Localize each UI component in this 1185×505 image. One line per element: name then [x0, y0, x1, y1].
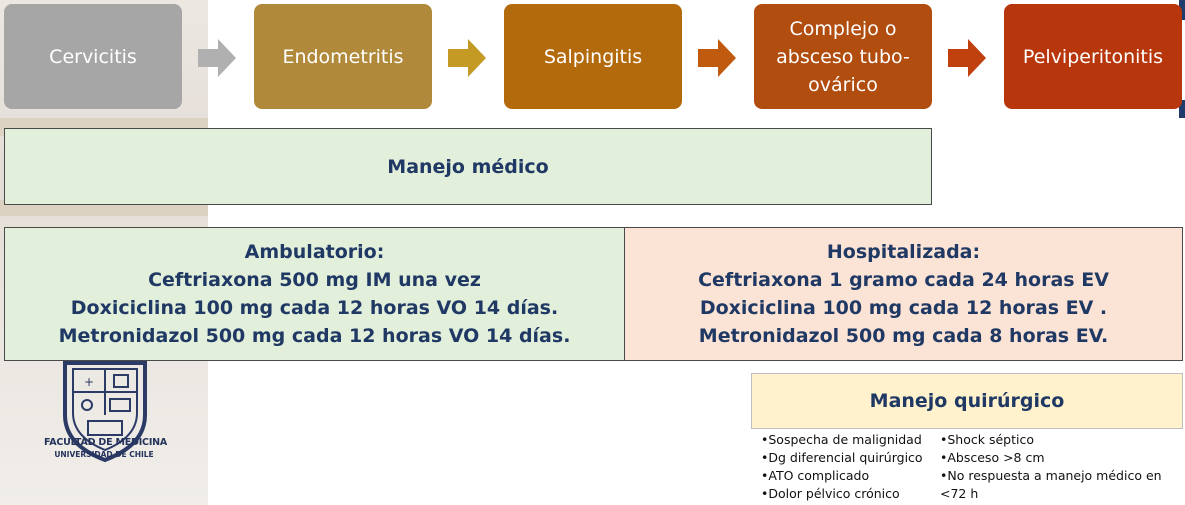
stage-cervicitis: Cervicitis [4, 4, 182, 109]
surgical-management-title: Manejo quirúrgico [869, 390, 1065, 412]
stage-salpingitis: Salpingitis [504, 4, 682, 109]
background-edge [1179, 100, 1185, 118]
inpatient-box: Hospitalizada: Ceftriaxona 1 gramo cada … [624, 227, 1183, 361]
background-edge [1179, 0, 1185, 20]
surgical-criteria-left: •Sospecha de malignidad •Dg diferencial … [761, 431, 923, 503]
criteria-item: •No respuesta a manejo médico en [940, 468, 1162, 483]
stage-tubo-ovarian-abscess: Complejo o absceso tubo-ovárico [754, 4, 932, 109]
inpatient-line: Doxiciclina 100 mg cada 12 horas EV . [699, 297, 1108, 319]
outpatient-line: Doxiciclina 100 mg cada 12 horas VO 14 d… [70, 297, 559, 319]
arrow-right-icon [698, 39, 736, 77]
inpatient-title: Hospitalizada: [826, 241, 981, 263]
logo-faculty-text: FACULTAD DE MEDICINA [44, 437, 168, 448]
criteria-item: •Shock séptico [940, 432, 1034, 447]
criteria-item: •Sospecha de malignidad [761, 432, 922, 447]
arrow-right-icon [198, 39, 236, 77]
outpatient-box: Ambulatorio: Ceftriaxona 500 mg IM una v… [4, 227, 625, 361]
outpatient-line: Metronidazol 500 mg cada 12 horas VO 14 … [58, 325, 571, 347]
stage-pelviperitonitis: Pelviperitonitis [1004, 4, 1182, 109]
stage-label: Salpingitis [543, 45, 643, 68]
stage-endometritis: Endometritis [254, 4, 432, 109]
arrow-right-icon [948, 39, 986, 77]
criteria-item: •Dg diferencial quirúrgico [761, 450, 923, 465]
medical-management-box: Manejo médico [4, 128, 932, 205]
criteria-item: •Dolor pélvico crónico [761, 486, 900, 501]
stage-label: Endometritis [282, 45, 404, 68]
criteria-item: <72 h [940, 486, 979, 501]
inpatient-line: Metronidazol 500 mg cada 8 horas EV. [698, 325, 1109, 347]
arrow-right-icon [448, 39, 486, 77]
stage-label: Cervicitis [49, 45, 137, 68]
stage-label: Complejo o absceso tubo-ovárico [776, 17, 910, 96]
surgical-criteria-right: •Shock séptico •Absceso >8 cm •No respue… [940, 431, 1162, 503]
criteria-item: •ATO complicado [761, 468, 870, 483]
outpatient-title: Ambulatorio: [244, 241, 385, 263]
stage-label: Pelviperitonitis [1022, 45, 1164, 68]
medical-management-title: Manejo médico [387, 155, 549, 178]
logo-university-text: UNIVERSIDAD DE CHILE [54, 450, 154, 459]
university-crest-icon: + [63, 361, 147, 463]
inpatient-line: Ceftriaxona 1 gramo cada 24 horas EV [698, 269, 1109, 291]
svg-text:+: + [84, 375, 94, 389]
criteria-item: •Absceso >8 cm [940, 450, 1045, 465]
outpatient-line: Ceftriaxona 500 mg IM una vez [148, 269, 481, 291]
surgical-management-box: Manejo quirúrgico [751, 373, 1183, 429]
